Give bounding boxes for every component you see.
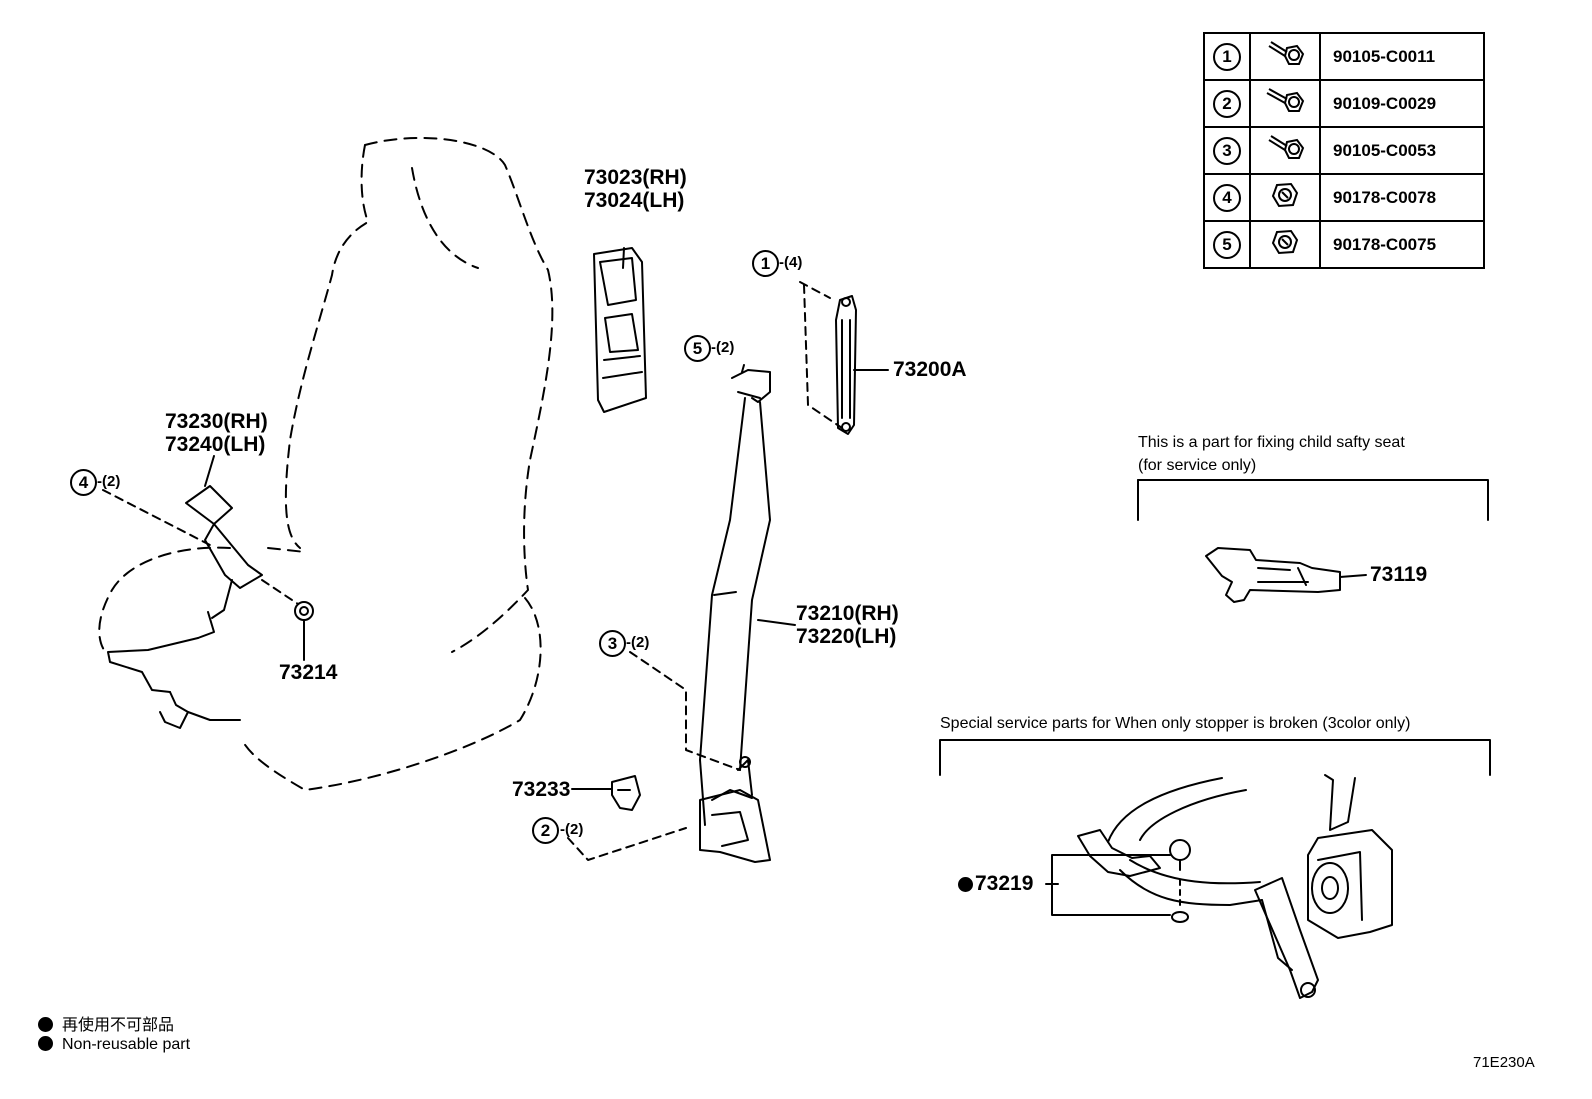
table-row: 1 90105-C0011 [1203,32,1485,81]
child-seat-note-sub: (for service only) [1138,457,1257,474]
nut-icon [1249,173,1321,222]
table-row: 4 90178-C0078 [1203,173,1485,222]
part-label-belt-rh: 73210(RH) [796,602,899,625]
table-row: 3 90105-C0053 [1203,126,1485,175]
callout-qty: -(2) [97,473,121,490]
part-label-belt-lh: 73220(LH) [796,625,897,648]
legend-japanese-text: 再使用不可部品 [62,1017,175,1034]
part-label-buckle-rh: 73230(RH) [165,410,268,433]
non-reusable-dot-icon [38,1036,53,1051]
part-label-cover-lh: 73024(LH) [584,189,685,212]
child-seat-bracket [1205,547,1341,603]
part-label-cover-rh: 73023(RH) [584,166,687,189]
note-brackets [939,479,1491,776]
small-cover [611,775,641,811]
part-number: 90178-C0078 [1319,173,1485,222]
callout-ref: 1 [752,250,779,277]
callout-qty: -(4) [779,254,803,271]
ref-number: 3 [1213,136,1241,165]
stopper-note: Special service parts for When only stop… [940,715,1411,732]
solid-leaders [204,247,1367,916]
ref-number: 2 [1213,89,1241,118]
part-number: 90105-C0053 [1319,126,1485,175]
part-number: 90105-C0011 [1319,32,1485,81]
callout-ref: 3 [599,630,626,657]
part-label-buckle-lh: 73240(LH) [165,433,266,456]
stopper-detail [1077,774,1393,999]
seat-outline [98,136,554,791]
stopper-number: 73219 [975,872,1034,895]
non-reusable-dot-icon [38,1017,53,1032]
part-number: 90178-C0075 [1319,220,1485,269]
callout-ref: 4 [70,469,97,496]
nut-icon [1249,220,1321,269]
child-seat-note: This is a part for fixing child safty se… [1138,434,1405,451]
table-row: 2 90109-C0029 [1203,79,1485,128]
diagram-code: 71E230A [1473,1054,1535,1071]
buckle-assembly [107,485,263,729]
part-label-washer: 73214 [279,661,338,684]
ref-number: 5 [1213,230,1241,259]
legend-english-text: Non-reusable part [62,1036,191,1053]
callout-ref: 5 [684,335,711,362]
legend-english: Non-reusable part [38,1036,190,1054]
legend-japanese: 再使用不可部品 [38,1011,174,1035]
part-label-stopper: 73219 [958,873,1033,895]
seat-belt-webbing [699,369,771,863]
pillar-trim-cover [593,247,647,413]
part-label-anchor-adjuster: 73200A [893,358,967,381]
bolt-icon [1249,79,1321,128]
bolt-icon [1249,32,1321,81]
part-label-small-cover: 73233 [512,778,571,801]
fastener-table: 1 90105-C0011 2 90109-C0029 3 90105-C005… [1203,32,1485,269]
callout-qty: -(2) [560,821,584,838]
bolt-icon [1249,126,1321,175]
callout-qty: -(2) [626,634,650,651]
dashed-leaders [102,281,843,861]
non-reusable-dot-icon [958,877,973,892]
part-number: 90109-C0029 [1319,79,1485,128]
table-row: 5 90178-C0075 [1203,220,1485,269]
height-adjuster [835,295,857,435]
part-label-child-seat-bracket: 73119 [1370,563,1428,586]
callout-qty: -(2) [711,339,735,356]
ref-number: 4 [1213,183,1241,212]
ref-number: 1 [1213,42,1241,71]
callout-ref: 2 [532,817,559,844]
